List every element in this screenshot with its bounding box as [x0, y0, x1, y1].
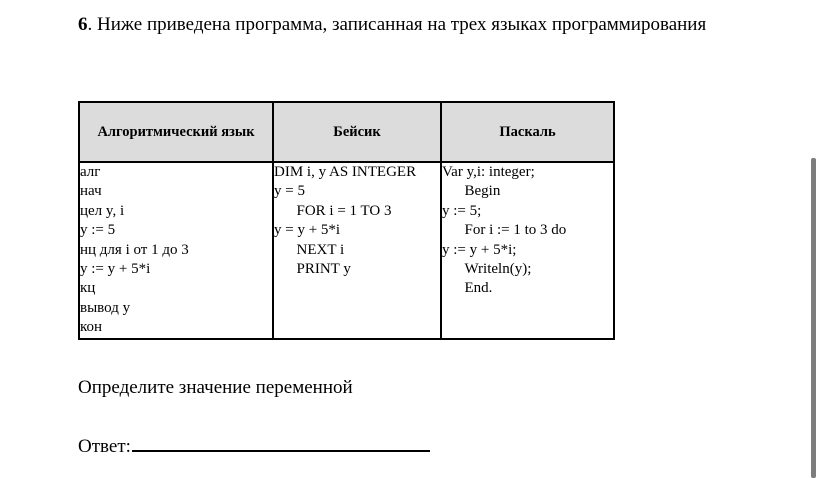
code-cell-basic: DIM i, y AS INTEGER y = 5 FOR i = 1 TO 3…: [272, 161, 442, 340]
column-header-pascal: Паскаль: [440, 101, 615, 163]
answer-label: Ответ:: [78, 436, 131, 457]
column-header-basic: Бейсик: [272, 101, 442, 163]
column-header-algorithmic-language: Алгоритмический язык: [78, 101, 274, 163]
question-heading: 6. Ниже приведена программа, записанная …: [78, 10, 778, 40]
question-number: 6: [78, 14, 88, 35]
code-cell-pascal: Var y,i: integer; Begin y := 5; For i :=…: [440, 161, 615, 340]
vertical-scrollbar-thumb[interactable]: [811, 158, 816, 478]
programs-table: Алгоритмический язык Бейсик Паскаль алг …: [78, 101, 615, 340]
table-header-row-group: Алгоритмический язык Бейсик Паскаль: [78, 101, 615, 163]
question-number-suffix: .: [87, 14, 93, 35]
table-row: алг нач цел y, i y := 5 нц для i от 1 до…: [78, 161, 615, 340]
answer-blank-rule: [131, 436, 430, 452]
question-text: Ниже приведена программа, записанная на …: [97, 14, 707, 35]
answer-prompt: Ответ:: [78, 434, 430, 460]
table-header-row: Алгоритмический язык Бейсик Паскаль: [78, 101, 615, 163]
table-body: алг нач цел y, i y := 5 нц для i от 1 до…: [78, 161, 615, 340]
determine-instruction: Определите значение переменной: [78, 377, 353, 398]
code-cell-algorithmic-language: алг нач цел y, i y := 5 нц для i от 1 до…: [78, 161, 274, 340]
